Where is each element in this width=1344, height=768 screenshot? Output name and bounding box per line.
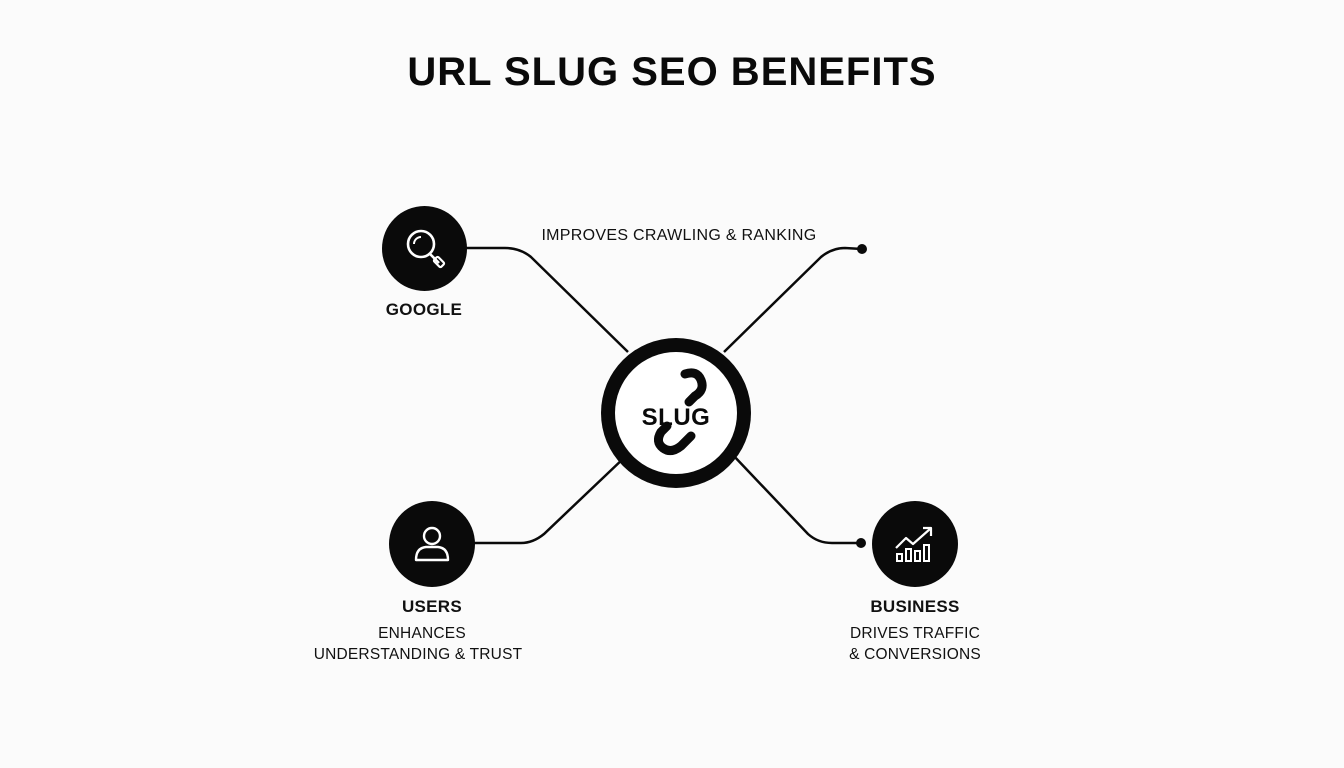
users-label: USERS xyxy=(401,597,463,616)
business-desc-line2: & CONVERSIONS xyxy=(849,646,981,663)
page-title: URL SLUG SEO BENEFITS xyxy=(407,50,937,94)
google-node xyxy=(382,206,467,291)
magnifying-glass-icon xyxy=(406,229,445,268)
business-node xyxy=(872,501,958,587)
person-icon xyxy=(414,526,450,562)
growth-chart-icon xyxy=(895,526,933,562)
users-desc-line2: UNDERSTANDING & TRUST xyxy=(313,646,523,663)
connector-business xyxy=(731,453,861,545)
business-desc-line1: DRIVES TRAFFIC xyxy=(850,625,980,642)
slug-center-node: SLUG xyxy=(601,338,751,488)
connector-end-dot-business xyxy=(856,538,866,548)
slug-center-inner: SLUG xyxy=(615,352,737,474)
users-node xyxy=(389,501,475,587)
slug-center-label: SLUG xyxy=(641,404,711,431)
connector-users xyxy=(474,455,627,545)
users-desc-line1: ENHANCES xyxy=(378,625,466,642)
chain-link-icon xyxy=(653,368,707,456)
connector-google xyxy=(466,246,629,353)
business-label: BUSINESS xyxy=(870,597,960,616)
connector-end-dot-top-right xyxy=(857,244,867,254)
crawling-ranking-caption: IMPROVES CRAWLING & RANKING xyxy=(541,227,817,244)
google-label: GOOGLE xyxy=(385,300,463,319)
connector-top-right xyxy=(723,246,863,353)
